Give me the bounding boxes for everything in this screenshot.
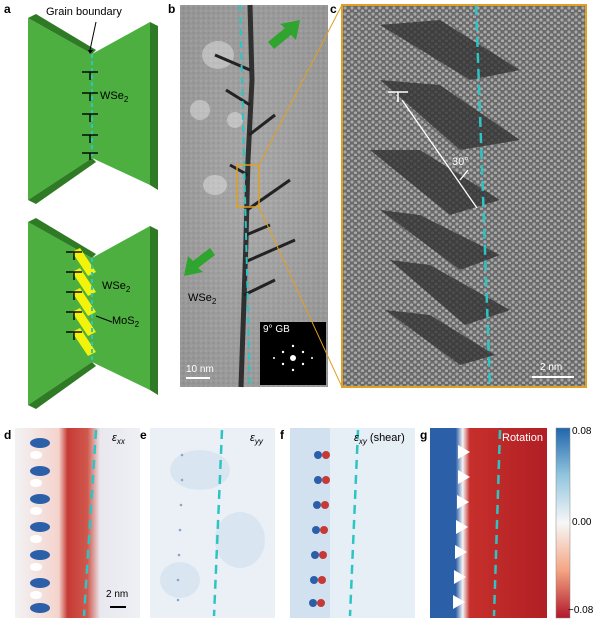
panel-label-e: e	[140, 428, 147, 442]
panel-label-b: b	[168, 2, 176, 16]
burgers-line	[401, 99, 478, 209]
panel-f-strain-map	[290, 428, 415, 618]
mos2-label: MoS2	[112, 315, 140, 330]
angle-label: 30°	[452, 156, 469, 168]
grain-boundary-arrow	[89, 21, 97, 51]
panel-label-c: c	[330, 2, 337, 16]
colorbar-max: 0.08	[572, 426, 592, 437]
eyy-label: εyy	[250, 432, 263, 447]
panel-label-f: f	[280, 428, 284, 442]
dislocation-symbols-a-top	[82, 71, 98, 160]
scale-bar-d-label: 2 nm	[106, 589, 129, 600]
panel-e-strain-map	[150, 428, 275, 618]
colorbar-mid: 0.00	[572, 517, 592, 528]
rotation-label: Rotation	[502, 432, 543, 444]
panel-b-tem-image	[180, 4, 328, 388]
panel-label-a: a	[4, 2, 11, 16]
panel-d-strain-map	[15, 428, 140, 618]
exx-label: εxx	[112, 432, 125, 447]
dislocation-symbols-a-bottom	[66, 251, 82, 340]
mos2-stripes	[72, 248, 96, 356]
fft-inset	[260, 322, 326, 385]
panel-label-d: d	[4, 428, 12, 442]
scale-bar-b-label: 10 nm	[186, 364, 214, 375]
grain-boundary-label: Grain boundary	[46, 6, 122, 18]
colorbar	[555, 427, 571, 619]
fft-inset-label: 9° GB	[263, 324, 290, 335]
panel-label-g: g	[420, 428, 428, 442]
panel-a-bottom-diagram	[28, 218, 158, 409]
scale-bar-c-label: 2 nm	[540, 362, 563, 373]
panel-c-atomic-image	[341, 4, 587, 388]
colorbar-min: −0.08	[568, 605, 594, 616]
wse2-label-a-bottom: WSe2	[102, 280, 131, 295]
zoom-box	[236, 164, 260, 208]
wse2-label-b: WSe2	[188, 292, 217, 307]
d-dislocation-lobes	[30, 438, 50, 613]
wse2-label-a-top: WSe2	[100, 90, 129, 105]
panel-a-top-diagram	[28, 14, 158, 204]
dislocation-symbol-c	[388, 91, 408, 102]
arrow-icon	[184, 248, 215, 276]
panel-g-rotation-map	[430, 428, 547, 618]
f-dislocation-dipoles	[309, 451, 330, 607]
arrow-icon	[268, 20, 300, 49]
exy-label: εxy (shear)	[354, 432, 405, 447]
